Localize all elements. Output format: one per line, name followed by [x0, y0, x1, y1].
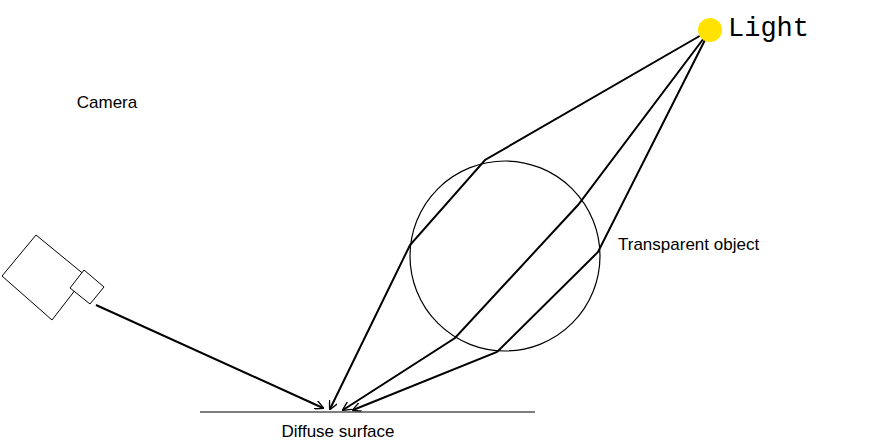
light-rays: [330, 30, 710, 410]
light-source: [698, 18, 722, 42]
camera-ray: [96, 305, 323, 408]
diffuse-surface: [200, 411, 535, 412]
light-label: Light: [728, 15, 809, 45]
surface-label: Diffuse surface: [281, 423, 394, 442]
object-label: Transparent object: [618, 236, 759, 255]
camera-icon: [2, 235, 104, 320]
camera-label: Camera: [77, 94, 137, 113]
transparent-sphere: [410, 161, 600, 351]
